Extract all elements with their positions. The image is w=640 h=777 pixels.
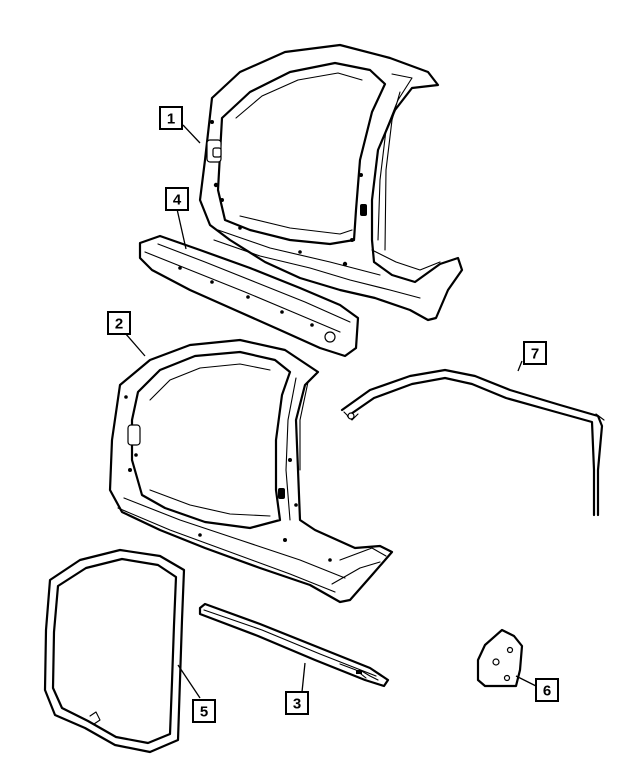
callout-7-label: 7 — [531, 346, 539, 363]
part-3-scuff-plate — [198, 602, 390, 688]
callout-4-label: 4 — [173, 192, 182, 209]
leader-1 — [182, 124, 201, 144]
leader-5 — [177, 664, 201, 699]
part-1-body-side-aperture — [198, 43, 464, 322]
leader-3 — [301, 662, 306, 693]
part-5-door-opening-seal — [43, 548, 186, 754]
callout-6-label: 6 — [543, 683, 551, 700]
callout-2: 2 — [107, 311, 131, 335]
callout-3-label: 3 — [293, 696, 301, 713]
leader-4 — [176, 208, 187, 250]
part-7-roof-weatherstrip — [340, 368, 605, 517]
callout-2-label: 2 — [115, 316, 123, 333]
callout-1: 1 — [159, 106, 183, 130]
callout-4: 4 — [165, 187, 189, 211]
part-2-body-side-inner — [108, 338, 394, 604]
callout-7: 7 — [523, 341, 547, 365]
leader-2 — [124, 332, 146, 357]
callout-1-label: 1 — [167, 111, 175, 128]
leader-lines — [124, 124, 537, 699]
leader-6 — [515, 675, 537, 687]
callout-5: 5 — [192, 699, 216, 723]
part-6-trim-piece — [476, 628, 524, 688]
part-4-sill-reinforcement — [138, 234, 360, 358]
callout-6: 6 — [535, 678, 559, 702]
callout-3: 3 — [285, 691, 309, 715]
leader-7 — [517, 360, 523, 372]
callout-5-label: 5 — [200, 704, 208, 721]
